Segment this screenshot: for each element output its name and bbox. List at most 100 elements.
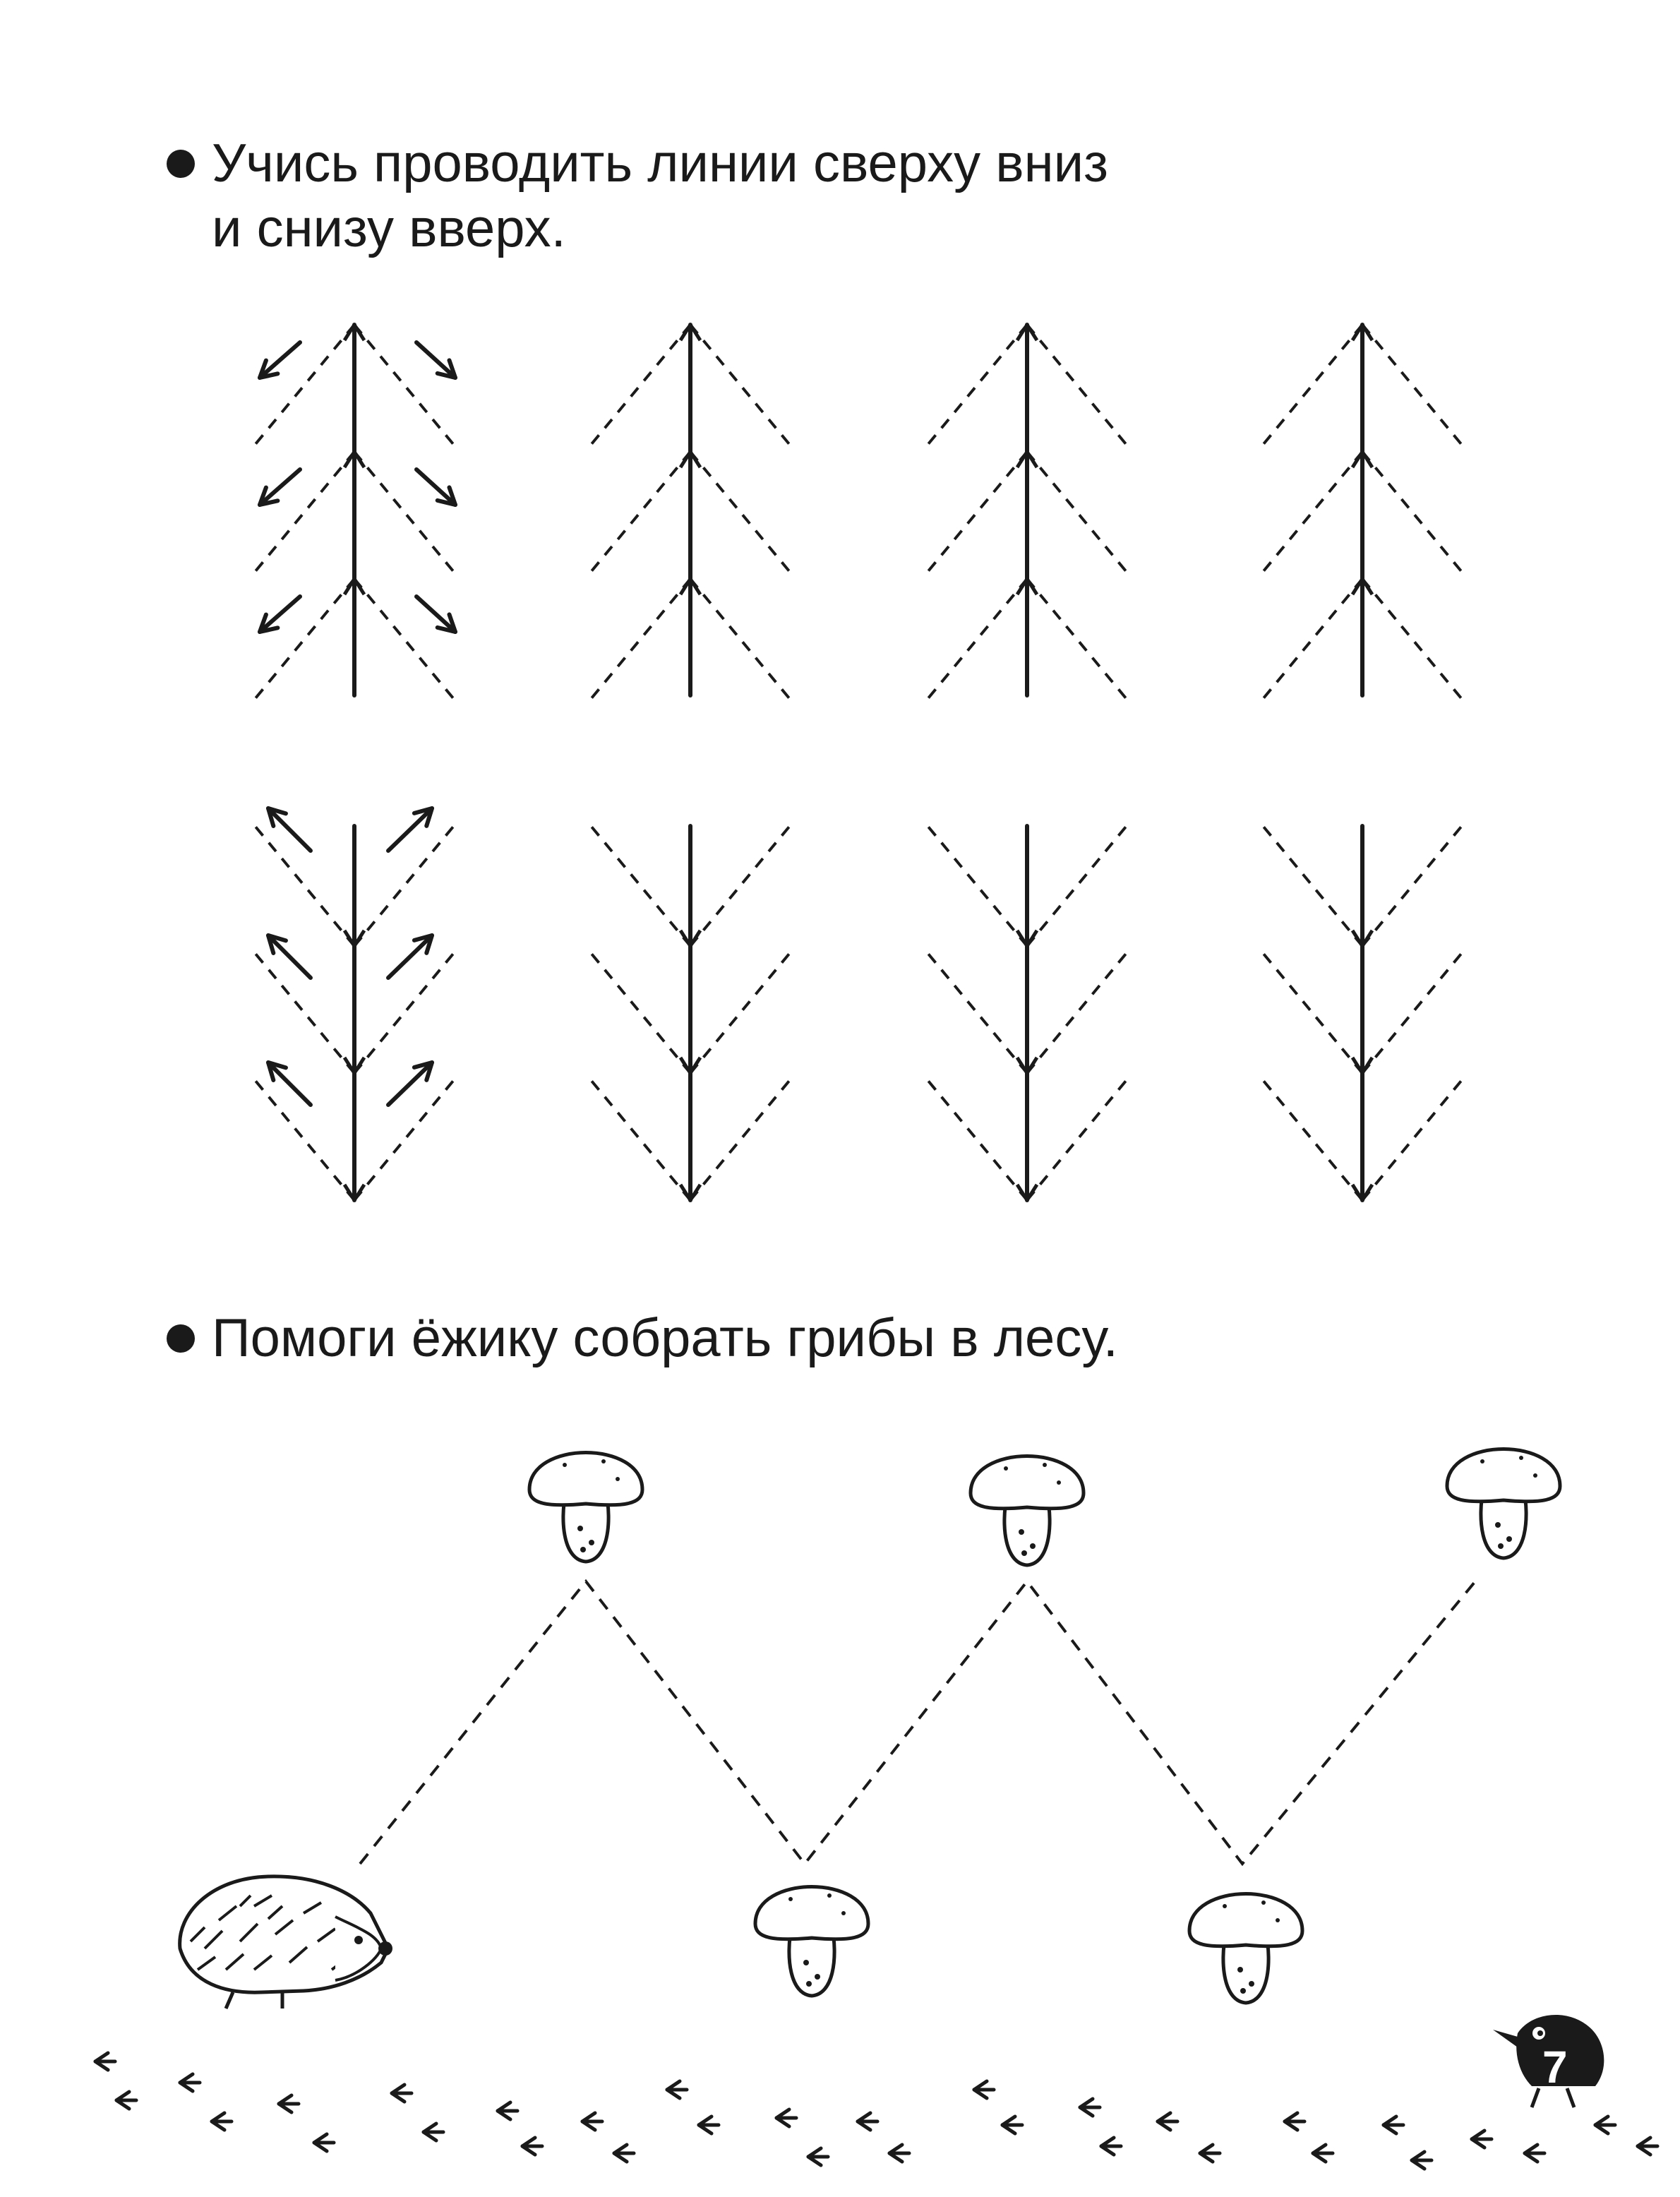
arrowhead-icon	[678, 929, 702, 948]
dashed-branch	[1259, 450, 1364, 577]
direction-arrow-icon	[258, 467, 302, 507]
arrowhead-icon	[342, 577, 366, 596]
footprint-icon	[612, 2143, 636, 2164]
tree-up	[1259, 821, 1466, 1202]
direction-arrow-icon	[386, 806, 434, 853]
dashed-branch	[689, 450, 794, 577]
arrowhead-icon	[678, 1056, 702, 1075]
dashed-path-to-mushrooms[interactable]	[359, 1579, 1477, 1867]
dashed-branch	[251, 1075, 356, 1202]
bird-icon: 7	[1493, 2014, 1604, 2108]
footprint-icon	[312, 2132, 336, 2153]
dashed-branch	[251, 577, 356, 704]
arrowhead-icon	[342, 1056, 366, 1075]
footprint-icon	[93, 2051, 117, 2072]
footprint-icon	[972, 2079, 996, 2100]
footprint-icon	[1000, 2114, 1024, 2136]
dashed-branch	[1259, 323, 1364, 450]
footprint-icon	[114, 2090, 138, 2111]
footprint-icon	[1381, 2114, 1405, 2136]
footprint-icon	[1523, 2143, 1547, 2164]
dashed-branch	[689, 1075, 794, 1202]
arrowhead-icon	[1350, 450, 1374, 469]
dashed-branch	[587, 1075, 692, 1202]
direction-arrow-icon	[386, 933, 434, 980]
footprint-icon	[774, 2107, 798, 2129]
arrowhead-icon	[678, 450, 702, 469]
instruction-1-line-2: и снизу вверх.	[212, 198, 566, 258]
footprint-icon	[1470, 2129, 1494, 2150]
tree-up	[587, 821, 794, 1202]
direction-arrows	[258, 340, 457, 1107]
instruction-2-line-1: Помоги ёжику собрать грибы в лесу.	[212, 1308, 1118, 1368]
footprint-icon	[1156, 2111, 1180, 2132]
dashed-branch	[1361, 450, 1466, 577]
arrowhead-icon	[342, 450, 366, 469]
dashed-branch	[353, 577, 458, 704]
arrowhead-icon	[1350, 929, 1374, 948]
tree-down	[923, 323, 1131, 704]
mushroom-icon	[1445, 1447, 1562, 1560]
dashed-branch	[1026, 577, 1131, 704]
dashed-branch	[353, 323, 458, 450]
footprint-icon	[1410, 2150, 1434, 2171]
mushrooms	[527, 1447, 1562, 2005]
direction-arrow-icon	[258, 340, 302, 380]
footprint-icon	[665, 2079, 689, 2100]
dashed-branch	[689, 821, 794, 947]
mushroom-icon	[1187, 1892, 1304, 2005]
instruction-2: Помоги ёжику собрать грибы в лесу.	[167, 1306, 1118, 1371]
footprint-icon	[277, 2093, 301, 2114]
dashed-branch	[689, 577, 794, 704]
dashed-branch	[587, 948, 692, 1074]
mushroom-icon	[968, 1454, 1086, 1567]
dashed-branch	[1026, 948, 1131, 1074]
dashed-branch	[1259, 948, 1364, 1074]
dashed-branch	[1026, 323, 1131, 450]
footprint-icon	[178, 2072, 202, 2093]
direction-arrow-icon	[258, 594, 302, 634]
tree-down	[587, 323, 794, 704]
direction-arrow-icon	[414, 594, 457, 634]
direction-arrow-icon	[386, 1060, 434, 1107]
dashed-branch	[587, 323, 692, 450]
dashed-branch	[1361, 323, 1466, 450]
footprint-icon	[856, 2111, 880, 2132]
mushroom-icon	[753, 1885, 870, 1998]
dashed-branch	[923, 323, 1028, 450]
dashed-branch	[923, 1075, 1028, 1202]
dashed-branch	[1026, 450, 1131, 577]
dashed-branch	[923, 577, 1028, 704]
tree-down	[1259, 323, 1466, 704]
dashed-branch	[353, 1075, 458, 1202]
dashed-branch	[1361, 821, 1466, 947]
arrowhead-icon	[1350, 1183, 1374, 1202]
arrowhead-icon	[342, 1183, 366, 1202]
mushroom-icon	[527, 1451, 644, 1564]
direction-arrow-icon	[414, 467, 457, 507]
dashed-branch	[1026, 821, 1131, 947]
tree-up	[923, 821, 1131, 1202]
arrowhead-icon	[1015, 577, 1039, 596]
arrowhead-icon	[1015, 323, 1039, 342]
arrowhead-icon	[1350, 577, 1374, 596]
arrowhead-icon	[678, 577, 702, 596]
footprint-icon	[697, 2114, 721, 2136]
dashed-branch	[353, 948, 458, 1074]
dashed-branch	[1361, 577, 1466, 704]
bullet-icon	[167, 1324, 195, 1353]
instruction-1-line-1: Учись проводить линии сверху вниз	[212, 133, 1108, 193]
dashed-branch	[689, 948, 794, 1074]
dashed-branch	[923, 948, 1028, 1074]
footprint-icon	[806, 2146, 830, 2167]
instruction-1: Учись проводить линии сверху вниз и сниз…	[167, 131, 1108, 261]
direction-arrow-icon	[266, 806, 313, 853]
tree-down	[251, 323, 458, 704]
arrowhead-icon	[342, 323, 366, 342]
footprint-icon	[390, 2083, 414, 2104]
page-number: 7	[1542, 2042, 1568, 2093]
dashed-branch	[1361, 948, 1466, 1074]
arrowhead-icon	[1350, 1056, 1374, 1075]
arrowhead-icon	[342, 929, 366, 948]
